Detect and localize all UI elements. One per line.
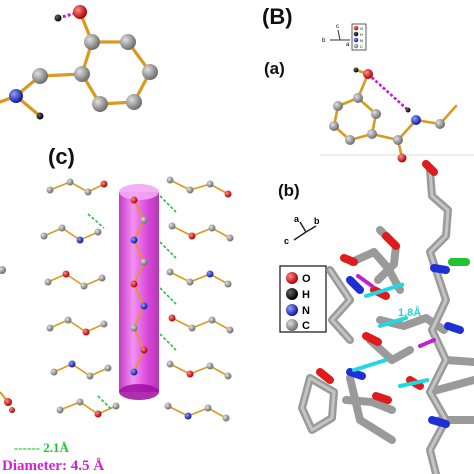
legend-C: C <box>302 320 310 332</box>
axis-a-label: a <box>346 42 350 48</box>
axis-a-label-b: a <box>294 214 300 224</box>
oxygen-atom <box>73 5 87 19</box>
axis-indicator-b: a b c <box>284 214 320 246</box>
mini-legend-N: N <box>360 38 363 43</box>
mini-legend-C: C <box>360 44 363 49</box>
carbon-atom <box>120 34 136 50</box>
legend-hydrogen-swatch <box>286 288 298 300</box>
legend-carbon-swatch <box>286 319 298 331</box>
hydrogen-atom <box>54 14 62 22</box>
carbon-atom <box>74 66 90 82</box>
panel-b-stick-model <box>298 160 474 474</box>
axis-b-label-b: b <box>314 216 320 226</box>
left-edge-fragment <box>0 266 15 413</box>
legend-O: O <box>302 273 311 285</box>
carbon-atom <box>92 96 108 112</box>
carbon-atom <box>84 34 100 50</box>
atom-legend: O H N C <box>279 265 327 333</box>
legend-H: H <box>302 289 310 301</box>
carbon-atom <box>32 68 48 84</box>
legend-nitrogen-swatch <box>286 304 298 316</box>
carbon-atom <box>142 64 158 80</box>
small-axis-indicator: c b a <box>322 24 350 48</box>
hbond-distance-label: ------ 2.1Å <box>14 440 69 455</box>
axis-b-label: b <box>322 38 326 44</box>
panel-label-B: (B) <box>262 4 293 29</box>
panel-label-c: (c) <box>48 144 75 169</box>
legend-N: N <box>302 305 310 317</box>
mini-legend-O: O <box>360 26 363 31</box>
panel-a-molecule <box>0 5 158 120</box>
mini-atom-legend: O H N C <box>351 23 367 51</box>
hbond-distance-b-label: 1.8Å <box>398 306 421 319</box>
panel-label-a: (a) <box>264 59 285 78</box>
panel-a-small-molecule <box>329 67 458 163</box>
nitrogen-atom <box>9 89 23 103</box>
mini-legend-H: H <box>360 32 363 37</box>
channel-cylinder <box>119 184 159 400</box>
panel-label-b: (b) <box>278 181 300 200</box>
hydrogen-atom <box>36 112 44 120</box>
panel-c-packing <box>40 176 234 422</box>
channel-diameter-label: Diameter: 4.5 Å <box>2 458 104 474</box>
carbon-atom <box>126 94 142 110</box>
axis-c-label: c <box>336 24 339 30</box>
legend-oxygen-swatch <box>286 272 298 284</box>
axis-c-label-b: c <box>284 236 289 246</box>
